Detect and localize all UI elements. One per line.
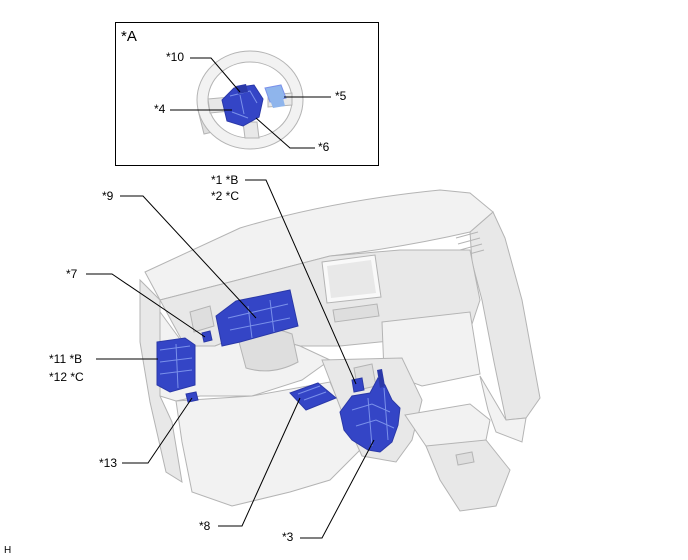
callout-8: *8 [199, 519, 211, 533]
component-13 [185, 391, 199, 403]
callout-3: *3 [282, 530, 294, 544]
callout-12: *12 *C [49, 370, 84, 384]
leader-line-1 [245, 179, 357, 385]
defroster-vent [455, 231, 485, 257]
leader-line-6 [255, 117, 315, 149]
right-side-trim [469, 211, 541, 421]
callout-2: *2 *C [211, 189, 240, 203]
leader-line-9 [120, 195, 257, 319]
inset-title: *A [121, 28, 137, 45]
callout-13: *13 [99, 456, 118, 470]
callout-6: *6 [318, 140, 330, 154]
console-body [425, 439, 511, 512]
callout-1: *1 *B [211, 173, 239, 187]
floor-panel [175, 381, 361, 507]
corner-mark: H [4, 545, 12, 556]
callout-7: *7 [66, 267, 78, 281]
callout-10: *10 [166, 50, 185, 64]
console-slot [455, 451, 475, 466]
leader-line-3 [300, 439, 375, 539]
inset-steering-wheel [115, 22, 379, 166]
callout-5: *5 [335, 89, 347, 103]
component-11-module [156, 337, 196, 393]
inset-steering-pad-switch-lower [270, 98, 285, 108]
component-8-ecu-detail [297, 385, 327, 401]
right-floor-panel [479, 375, 527, 443]
callout-4: *4 [154, 102, 166, 116]
left-vent [189, 305, 215, 333]
leader-line-13 [122, 397, 193, 464]
inset-steering-pad-switch [264, 84, 287, 103]
dashboard-drawing [86, 179, 541, 539]
callout-9: *9 [102, 189, 114, 203]
leader-line-8 [218, 397, 301, 527]
dashboard-top-panel [144, 189, 494, 301]
inset-spoke-bottom [242, 121, 260, 139]
component-7 [201, 330, 213, 343]
callout-11: *11 *B [49, 352, 83, 366]
left-side-trim [139, 278, 183, 484]
leader-line-7 [86, 273, 206, 338]
inset-airbag-hub-detail [229, 90, 258, 119]
combination-meter-detail [227, 299, 291, 339]
combination-meter [215, 289, 299, 347]
component-11-module-detail [159, 343, 193, 389]
leader-line-10 [190, 57, 241, 93]
center-display-screen [327, 260, 376, 298]
center-vent [332, 303, 380, 323]
component-3-assembly-detail [351, 387, 395, 447]
component-3-lever [377, 369, 385, 388]
